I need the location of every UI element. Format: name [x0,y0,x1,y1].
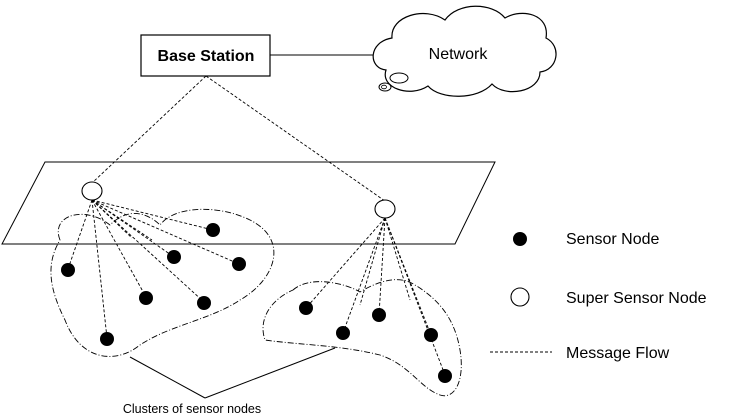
network-cloud: Network [372,5,557,97]
sensor-node [336,326,350,340]
sensor-nodes-right [299,301,452,383]
legend-message-flow-label: Message Flow [566,345,670,362]
network-label: Network [429,46,489,63]
cluster-boundaries [50,208,462,397]
sensor-node [100,332,114,346]
super-sensor-node [374,199,396,219]
legend-super-sensor-node-label: Super Sensor Node [566,290,707,307]
uplink-flow-left [91,75,207,184]
cluster-boundary-right [262,279,462,397]
caption-pointers [129,347,336,399]
message-flow-line [91,199,133,239]
uplink-flow-right [205,75,386,202]
legend-sensor-node-symbol [513,232,527,246]
sensor-node [438,369,452,383]
legend-sensor-node-label: Sensor Node [566,231,659,248]
cloud-bubble-large [389,72,409,84]
message-flow-line [378,217,386,316]
sensor-node [232,257,246,271]
super-sensor-node [81,181,103,201]
message-flows-left [67,199,240,339]
sensor-node [424,328,438,342]
sensor-node [372,308,386,322]
base-station-label: Base Station [158,48,255,65]
sensor-node [206,223,220,237]
super-sensor-nodes [81,181,396,219]
message-flow-line [91,199,108,339]
sensor-node [139,291,153,305]
caption-pointer-right [204,347,336,399]
sensor-nodes-left [61,223,246,346]
message-flow-line [91,199,153,241]
message-flow-line [305,217,386,309]
base-station: Base Station [140,34,271,77]
sensor-node [167,250,181,264]
sensor-node [197,296,211,310]
base-station-box [140,34,271,77]
message-flow-line [384,217,411,301]
cloud-outline [372,5,557,97]
sensor-node [61,263,75,277]
message-flow-line [67,199,93,270]
message-flow-line [359,217,386,306]
message-flow-line [384,217,446,376]
message-flow-line [91,199,205,303]
clusters-caption: Clusters of sensor nodes [123,402,261,416]
super-node-plane [1,161,496,245]
sensor-node [299,301,313,315]
cluster-boundary-left [50,208,275,357]
message-flow-line [91,199,240,265]
message-flow-line [384,217,432,336]
legend: Sensor Node Super Sensor Node Message Fl… [490,231,707,362]
uplink-flows [91,75,386,202]
message-flow-line [91,199,147,298]
legend-super-sensor-node-symbol [510,287,530,307]
message-flows-right [305,217,446,376]
cloud-bubble-tiny [381,84,387,90]
message-flow-line [342,217,386,334]
message-flow-line [91,199,175,258]
caption-pointer-left [129,356,206,399]
message-flow-line [91,199,214,231]
